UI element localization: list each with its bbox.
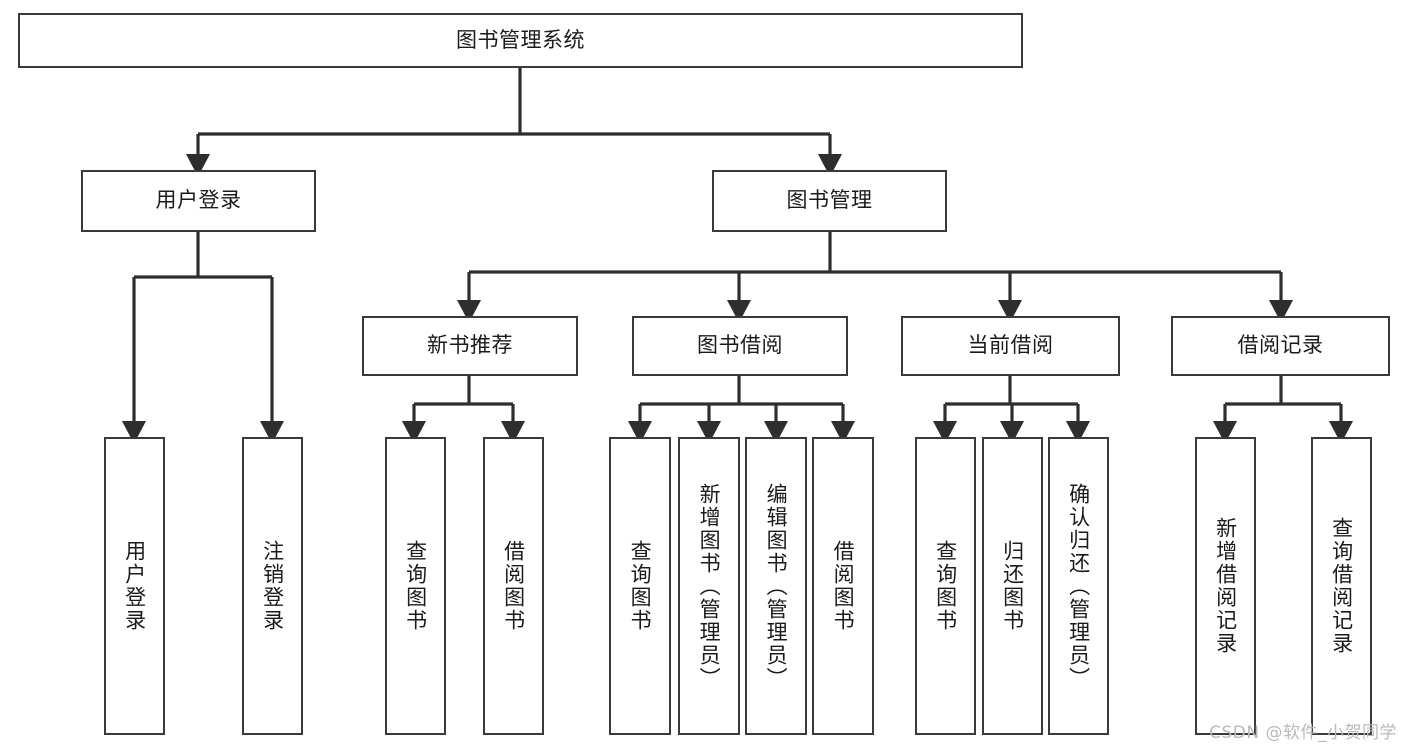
vertical-text-wrap: 用户登录	[106, 439, 163, 733]
leaf-query-record[interactable]: 查询借阅记录	[1311, 437, 1372, 735]
vertical-text-wrap: 新增借阅记录	[1197, 439, 1254, 733]
node-label: 当前借阅	[967, 333, 1054, 358]
node-label: 图书管理系统	[456, 27, 585, 52]
node-label: 借阅图书	[831, 540, 856, 632]
node-label: 查询图书	[628, 540, 653, 632]
node-label: 编辑图书（管理员）	[764, 482, 789, 690]
node-label: 图书管理	[786, 188, 873, 213]
node-book-management-system[interactable]: 图书管理系统	[18, 13, 1023, 68]
node-current-borrow[interactable]: 当前借阅	[901, 316, 1120, 376]
node-label: 借阅图书	[501, 540, 526, 632]
vertical-text-wrap: 注销登录	[244, 439, 301, 733]
node-book-management[interactable]: 图书管理	[712, 170, 947, 232]
vertical-text-wrap: 借阅图书	[814, 439, 872, 733]
leaf-query-book-2[interactable]: 查询图书	[609, 437, 671, 735]
node-book-borrow[interactable]: 图书借阅	[632, 316, 848, 376]
vertical-text-wrap: 查询图书	[917, 439, 974, 733]
vertical-text-wrap: 编辑图书（管理员）	[747, 439, 805, 733]
leaf-add-book[interactable]: 新增图书（管理员）	[678, 437, 740, 735]
node-label: 图书借阅	[697, 333, 783, 358]
leaf-confirm-return[interactable]: 确认归还（管理员）	[1048, 437, 1109, 735]
node-label: 确认归还（管理员）	[1066, 482, 1091, 690]
leaf-edit-book[interactable]: 编辑图书（管理员）	[745, 437, 807, 735]
leaf-user-login[interactable]: 用户登录	[104, 437, 165, 735]
node-label: 新增借阅记录	[1213, 517, 1238, 655]
node-user-login[interactable]: 用户登录	[81, 170, 316, 232]
leaf-add-record[interactable]: 新增借阅记录	[1195, 437, 1256, 735]
node-label: 用户登录	[122, 540, 147, 632]
leaf-logout[interactable]: 注销登录	[242, 437, 303, 735]
leaf-borrow-book-2[interactable]: 借阅图书	[812, 437, 874, 735]
node-label: 借阅记录	[1237, 333, 1324, 358]
node-label: 归还图书	[1000, 540, 1025, 632]
node-label: 查询借阅记录	[1329, 517, 1354, 655]
leaf-query-book-1[interactable]: 查询图书	[385, 437, 446, 735]
node-label: 新书推荐	[427, 333, 513, 358]
leaf-borrow-book-1[interactable]: 借阅图书	[483, 437, 544, 735]
vertical-text-wrap: 归还图书	[984, 439, 1041, 733]
vertical-text-wrap: 确认归还（管理员）	[1050, 439, 1107, 733]
node-new-book-recommend[interactable]: 新书推荐	[362, 316, 578, 376]
node-borrow-record[interactable]: 借阅记录	[1171, 316, 1390, 376]
node-label: 用户登录	[155, 188, 242, 213]
leaf-return-book[interactable]: 归还图书	[982, 437, 1043, 735]
vertical-text-wrap: 查询借阅记录	[1313, 439, 1370, 733]
node-label: 查询图书	[933, 540, 958, 632]
node-label: 新增图书（管理员）	[697, 482, 722, 690]
vertical-text-wrap: 查询图书	[387, 439, 444, 733]
vertical-text-wrap: 新增图书（管理员）	[680, 439, 738, 733]
node-label: 查询图书	[403, 540, 428, 632]
leaf-query-book-3[interactable]: 查询图书	[915, 437, 976, 735]
node-label: 注销登录	[260, 540, 285, 632]
watermark-text: CSDN @软件_小贺同学	[1209, 723, 1397, 743]
vertical-text-wrap: 查询图书	[611, 439, 669, 733]
vertical-text-wrap: 借阅图书	[485, 439, 542, 733]
